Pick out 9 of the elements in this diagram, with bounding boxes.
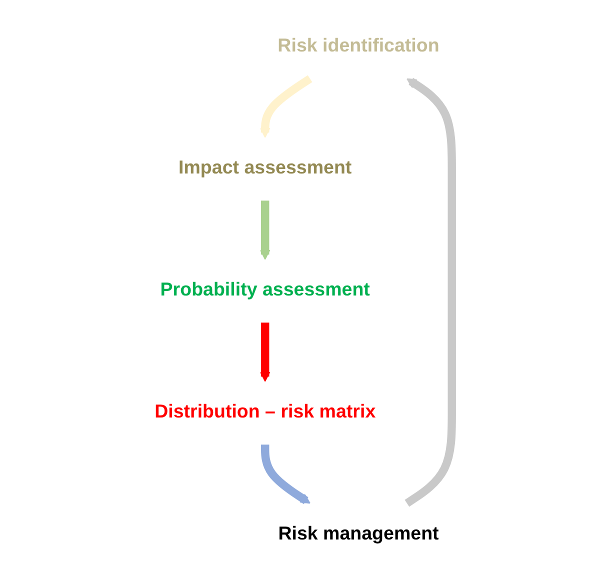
node-text: Impact assessment xyxy=(178,158,352,178)
node-text: Risk management xyxy=(278,524,439,544)
node-text: Probability assessment xyxy=(160,280,370,300)
node-text: Risk identification xyxy=(278,36,440,56)
arrow xyxy=(260,322,270,382)
node-text: Distribution – risk matrix xyxy=(154,402,376,422)
arrow xyxy=(260,75,312,138)
arrow xyxy=(404,78,456,507)
arrow xyxy=(260,200,270,260)
